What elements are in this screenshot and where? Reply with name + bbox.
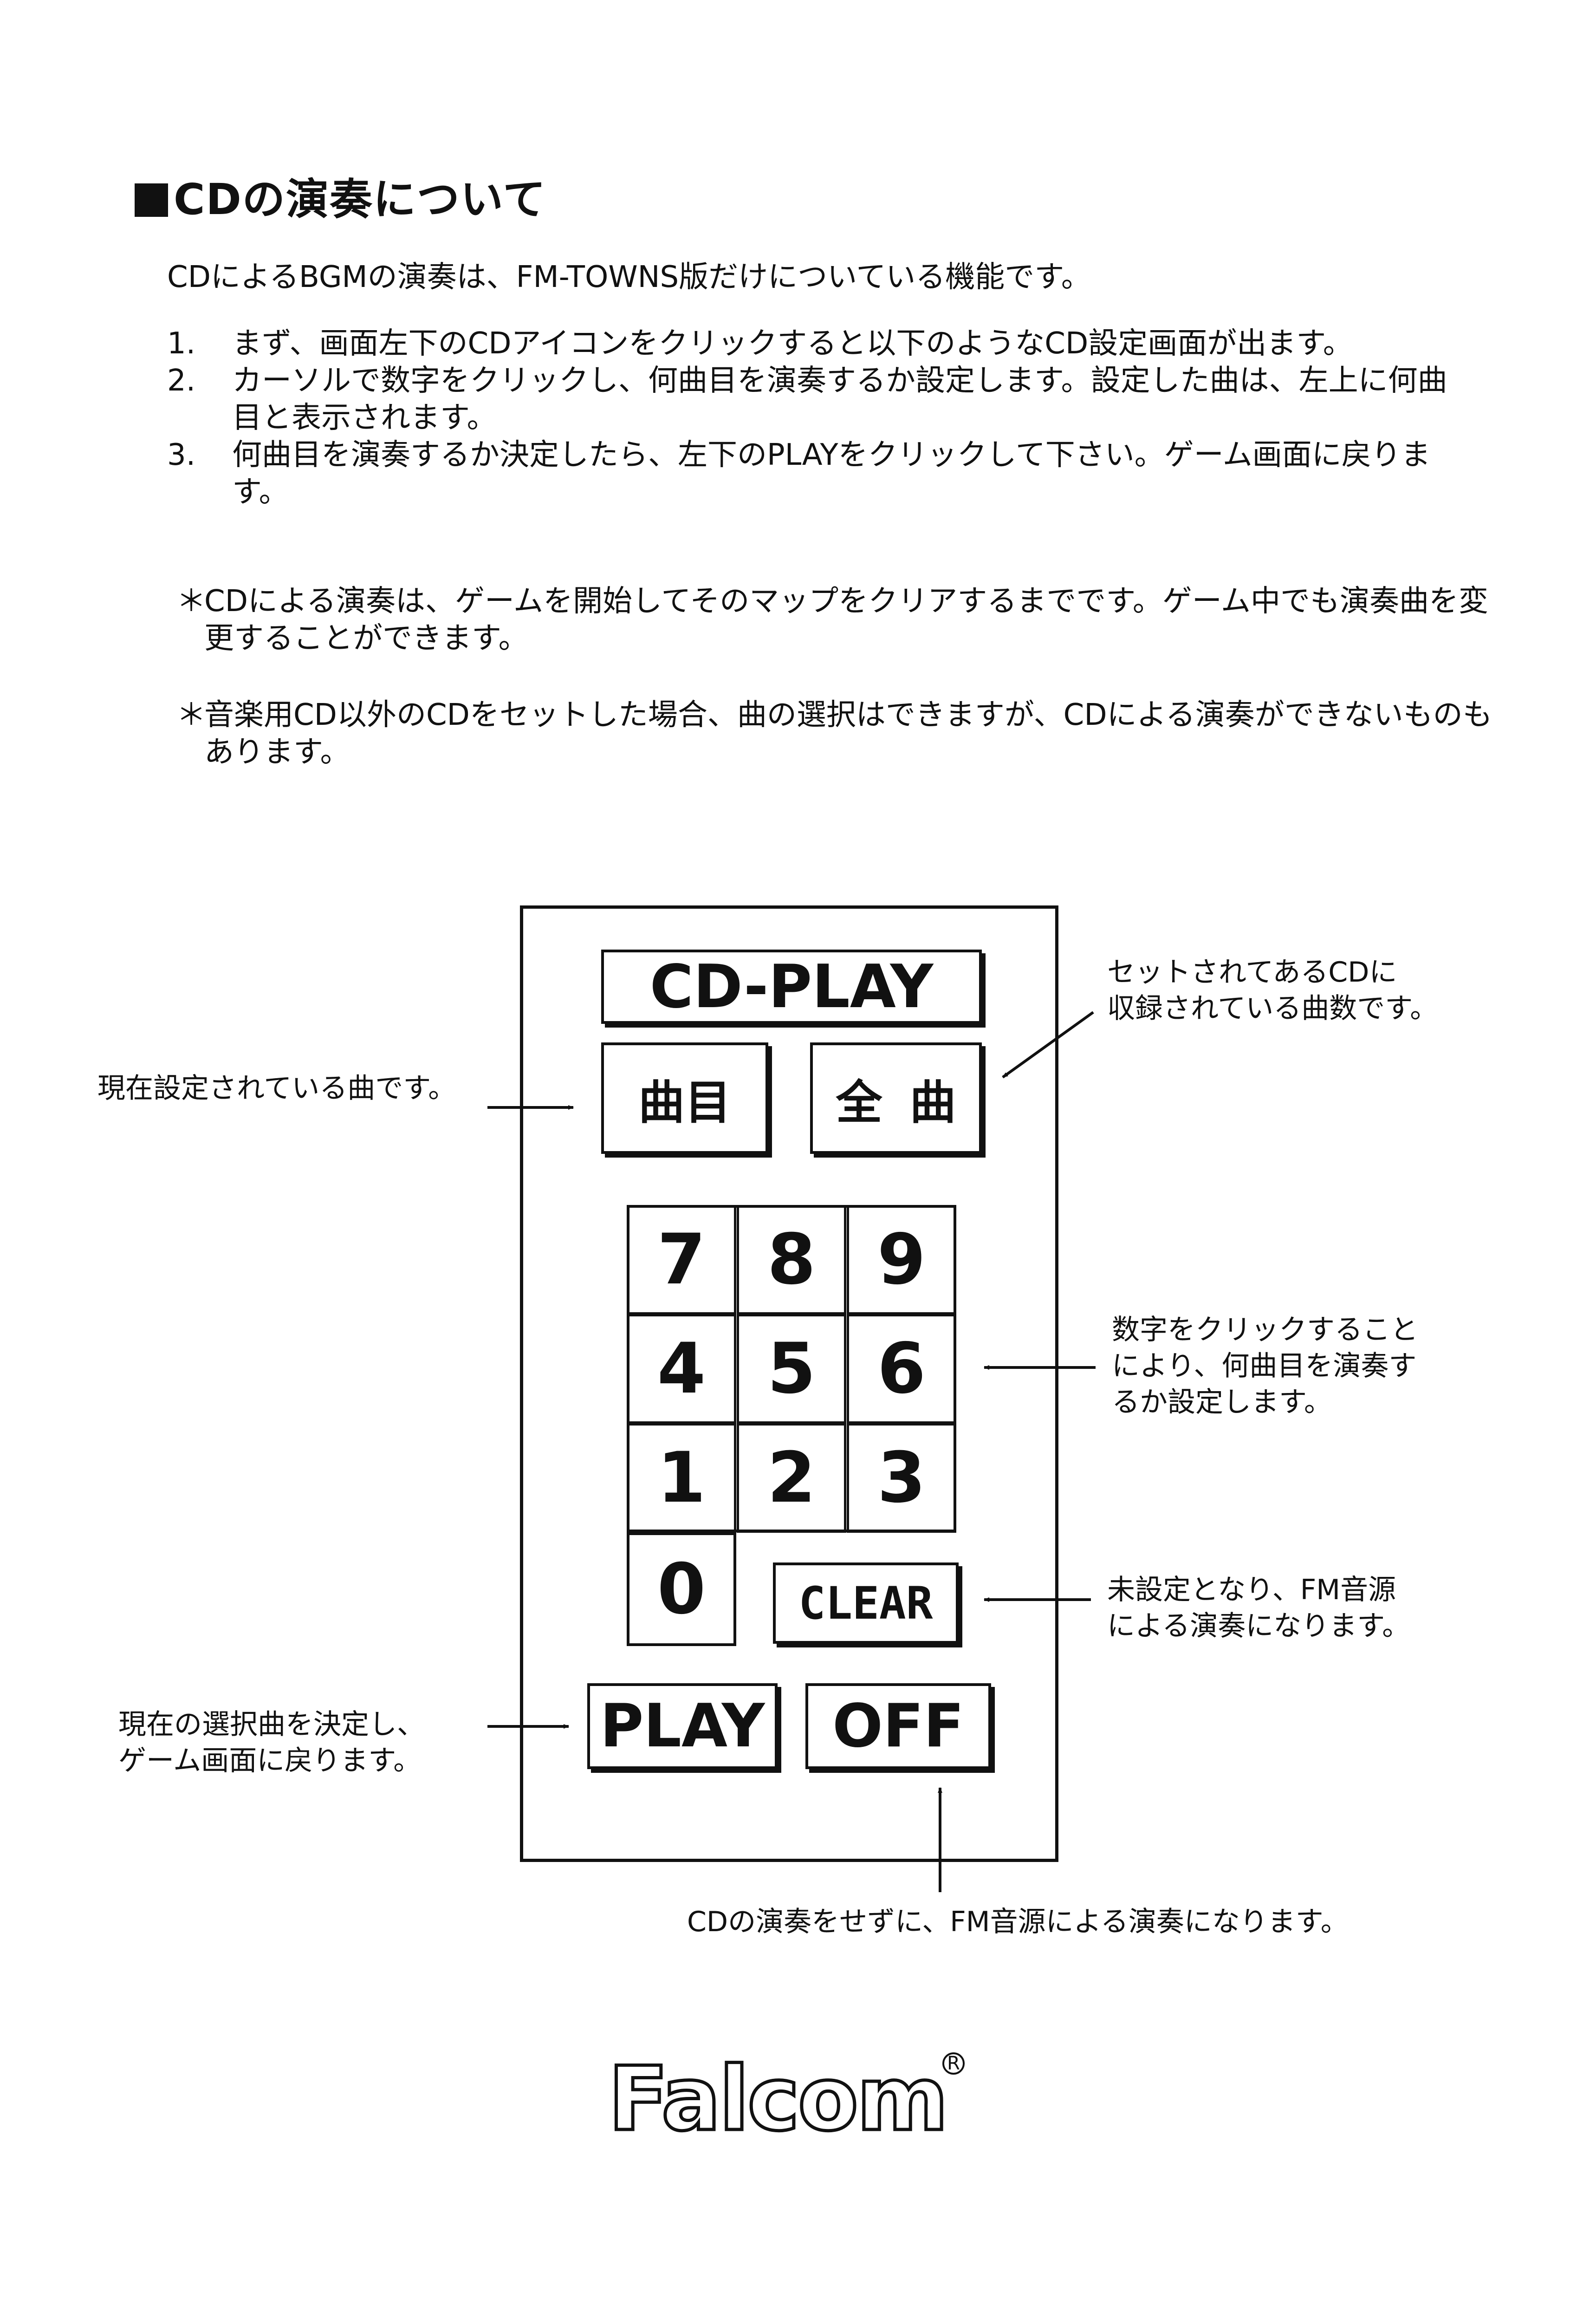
key-1[interactable]: 1 — [627, 1423, 736, 1533]
step-number: 1. — [167, 326, 196, 361]
page-heading: CDの演奏について — [135, 165, 546, 227]
key-0[interactable]: 0 — [627, 1532, 736, 1646]
key-6[interactable]: 6 — [847, 1314, 956, 1424]
square-bullet-icon — [135, 183, 168, 217]
key-5[interactable]: 5 — [737, 1314, 846, 1424]
callout-clear: 未設定となり、FM音源による演奏になります。 — [1107, 1574, 1410, 1642]
cd-play-panel — [520, 905, 1058, 1862]
callout-current-track: 現在設定されている曲です。 — [97, 1072, 456, 1105]
step-item: 3. 何曲目を演奏するか決定したら、左下のPLAYをクリックして下さい。ゲーム画面… — [167, 436, 1467, 511]
callout-play: 現在の選択曲を決定し、ゲーム画面に戻ります。 — [118, 1708, 425, 1777]
intro-text: CDによるBGMの演奏は、FM-TOWNS版だけについている機能です。 — [167, 260, 1091, 294]
callout-total-tracks: セットされてあるCDに収録されている曲数です。 — [1107, 956, 1438, 1025]
arrow-total — [1002, 1011, 1094, 1079]
play-button[interactable]: PLAY — [587, 1683, 778, 1769]
falcom-logo: Falcom — [606, 2046, 950, 2152]
callout-off: CDの演奏をせずに、FM音源による演奏になります。 — [687, 1906, 1349, 1938]
key-2[interactable]: 2 — [737, 1423, 846, 1533]
off-button[interactable]: OFF — [805, 1683, 991, 1769]
clear-button[interactable]: CLEAR — [773, 1562, 959, 1644]
note-item: ＊音楽用CD以外のCDをセットした場合、曲の選択はできますが、CDによる演奏がで… — [176, 697, 1495, 771]
note-text: 音楽用CD以外のCDをセットした場合、曲の選択はできますが、CDによる演奏ができ… — [204, 698, 1492, 769]
key-8[interactable]: 8 — [737, 1205, 846, 1315]
callout-digits: 数字をクリックすることにより、何曲目を演奏するか設定します。 — [1112, 1314, 1418, 1419]
step-number: 2. — [167, 364, 196, 398]
step-text: 何曲目を演奏するか決定したら、左下のPLAYをクリックして下さい。ゲーム画面に戻… — [232, 438, 1431, 509]
cd-play-title: CD-PLAY — [601, 950, 982, 1024]
key-7[interactable]: 7 — [627, 1205, 736, 1315]
registered-mark-icon: R — [942, 2052, 965, 2075]
key-4[interactable]: 4 — [627, 1314, 736, 1424]
step-number: 3. — [167, 438, 196, 472]
current-track-display: 曲目 — [601, 1042, 768, 1154]
step-item: 2. カーソルで数字をクリックし、何曲目を演奏するか設定します。設定した曲は、左上… — [167, 362, 1467, 436]
step-list: 1. まず、画面左下のCDアイコンをクリックすると以下のようなCD設定画面が出ます… — [167, 325, 1467, 511]
key-9[interactable]: 9 — [847, 1205, 956, 1315]
note-mark: ＊ — [176, 584, 206, 618]
key-3[interactable]: 3 — [847, 1423, 956, 1533]
step-text: カーソルで数字をクリックし、何曲目を演奏するか設定します。設定した曲は、左上に何… — [232, 364, 1447, 435]
total-tracks-display: 全曲 — [810, 1042, 982, 1154]
note-mark: ＊ — [176, 698, 206, 732]
step-item: 1. まず、画面左下のCDアイコンをクリックすると以下のようなCD設定画面が出ます… — [167, 325, 1467, 362]
note-text: CDによる演奏は、ゲームを開始してそのマップをクリアするまでです。ゲーム中でも演… — [204, 584, 1488, 656]
note-item: ＊CDによる演奏は、ゲームを開始してそのマップをクリアするまでです。ゲーム中でも… — [176, 583, 1495, 657]
step-text: まず、画面左下のCDアイコンをクリックすると以下のようなCD設定画面が出ます。 — [232, 326, 1353, 361]
